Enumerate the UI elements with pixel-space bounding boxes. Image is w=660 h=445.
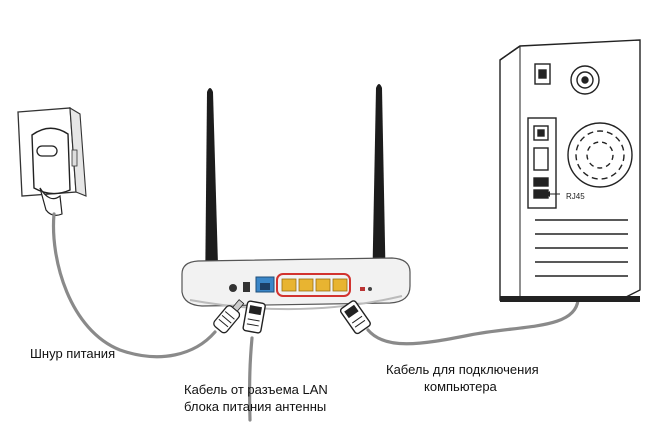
antenna-right bbox=[372, 84, 386, 296]
reset-button bbox=[360, 287, 365, 291]
lan-cable bbox=[248, 336, 254, 422]
lan-ports bbox=[281, 278, 348, 292]
lan-cable-line2: блока питания антенны bbox=[184, 399, 327, 414]
lan-cable-label: Кабель от разъема LAN блока питания анте… bbox=[184, 381, 328, 415]
power-cord-label: Шнур питания bbox=[30, 345, 115, 362]
computer-tower bbox=[499, 39, 641, 302]
plug-power bbox=[213, 299, 245, 334]
antenna-left bbox=[205, 88, 219, 300]
pc-cable-label: Кабель для подключения компьютера bbox=[386, 361, 539, 395]
plug-lan bbox=[242, 300, 266, 334]
pc-cable-line2: компьютера bbox=[424, 379, 497, 394]
power-jack bbox=[243, 282, 250, 292]
plug-pc-cable bbox=[339, 300, 371, 335]
rj45-port-label: RJ45 bbox=[566, 192, 585, 201]
wall-socket-with-adapter bbox=[17, 106, 87, 216]
router-antennas bbox=[205, 84, 386, 300]
power-cord-text: Шнур питания bbox=[30, 346, 116, 361]
lan-ports-highlight bbox=[276, 273, 351, 297]
pc-cable-line1: Кабель для подключения bbox=[386, 362, 539, 377]
power-button bbox=[229, 284, 237, 292]
power-cable bbox=[51, 212, 217, 359]
router bbox=[181, 257, 411, 311]
lan-cable-line1: Кабель от разъема LAN bbox=[184, 382, 328, 397]
